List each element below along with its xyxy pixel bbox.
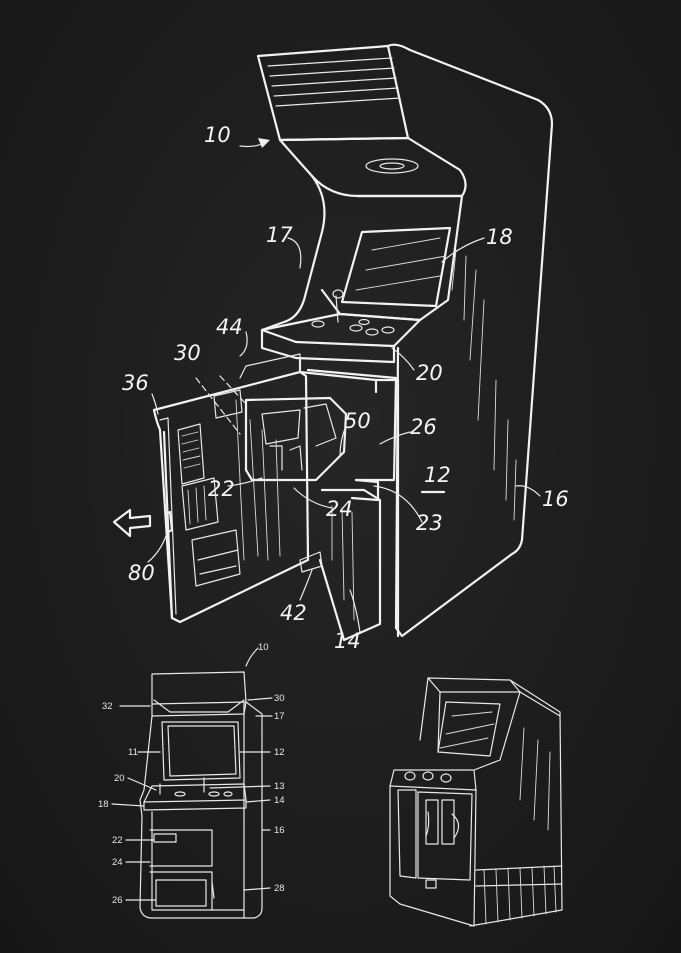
interior-cavity [306,368,398,482]
power-supply [191,529,241,587]
fig2-ref-12: 12 [274,747,285,758]
fig3-screen [437,701,501,757]
fig3-lower-body [389,769,477,927]
front-marquee [151,671,247,705]
figure-1-arcade-cabinet: 10 17 18 44 30 20 36 50 26 12 16 22 24 2… [112,43,569,653]
cash-door [155,879,207,907]
slide-out-module [244,396,348,482]
fig2-ref-14: 14 [274,795,285,806]
marquee-frame [256,44,410,142]
slide-bracket [299,551,323,573]
ref-24: 24 [326,497,353,521]
ref-18: 18 [486,225,513,249]
fig2-ref-26: 26 [112,895,123,906]
fig3-marquee [427,677,521,693]
fig2-ref-11: 11 [128,747,138,758]
fig2-ref-20: 20 [114,773,125,784]
ref-10: 10 [204,123,231,147]
front-monitor [161,721,241,781]
ref-44: 44 [216,315,243,339]
fig2-ref-24: 24 [112,857,123,868]
door-handle [164,510,174,534]
speaker-grille [365,158,419,174]
control-button [311,320,325,328]
front-body-edge [260,174,326,332]
fig2-ref-17: 17 [274,711,285,722]
cabinet-pedestal [318,488,382,642]
fig2-ref-18: 18 [98,799,109,810]
fig2-ref-32: 32 [102,701,113,712]
ref-20: 20 [416,361,443,385]
fig2-ref-13: 13 [274,781,285,792]
fig2-ref-30: 30 [274,693,285,704]
joystick [335,295,339,323]
front-cabinet-body [139,701,263,919]
ref-36: 36 [122,371,149,395]
fig2-ref-10: 10 [258,642,269,653]
ref-17: 17 [266,223,293,247]
switch-bank [181,477,219,531]
ref-23: 23 [416,511,443,535]
ref-80: 80 [128,561,155,585]
fig2-ref-28: 28 [274,883,285,894]
speaker-shelf [278,136,467,198]
circuit-board [177,423,205,485]
monitor-screen [340,226,452,308]
pull-direction-arrow [112,508,152,538]
fig3-button [404,771,416,781]
fig2-ref-16: 16 [274,825,285,836]
ref-50: 50 [344,409,371,433]
ref-26: 26 [410,415,437,439]
cabinet-side-panel [386,43,554,638]
ref-42: 42 [280,601,307,625]
fig2-ref-22: 22 [112,835,123,846]
ref-12: 12 [424,463,451,487]
ref-30: 30 [174,341,201,365]
ref-14: 14 [334,629,361,653]
ref-16: 16 [542,487,569,511]
control-panel [260,312,422,348]
coin-slot-panel [153,833,177,843]
ref-22: 22 [208,477,235,501]
fig3-side-panel [469,679,563,927]
figure-2-front-view: 10 32 30 17 11 12 20 13 18 14 16 22 24 2… [98,642,285,919]
figure-3-perspective-view [389,677,563,927]
